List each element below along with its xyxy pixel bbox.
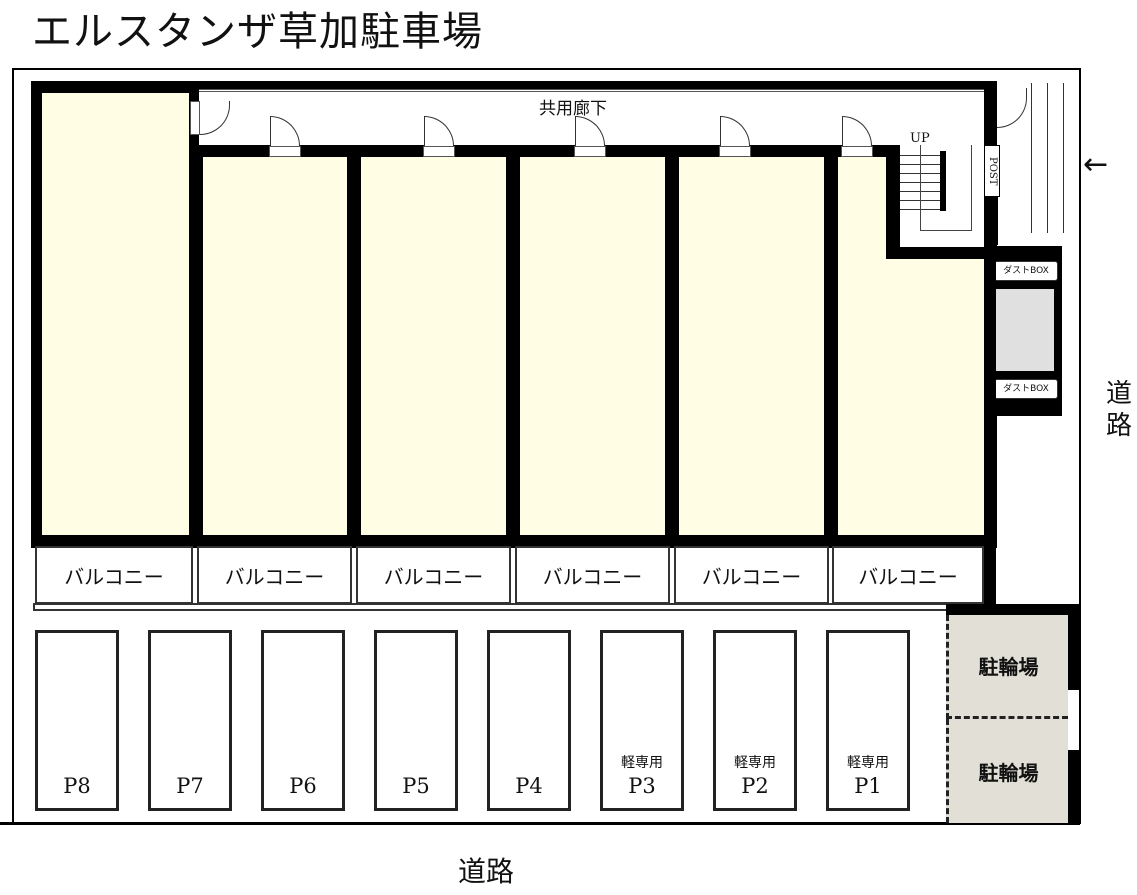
parking-space-p1[interactable]: 軽専用 P1: [826, 630, 910, 811]
parking-space-p5[interactable]: P5: [374, 630, 458, 811]
unit-room-6-lower: [838, 259, 984, 535]
balcony-2: バルコニー: [197, 546, 352, 604]
unit-room-5: [679, 157, 824, 535]
unit-room-3: [361, 157, 506, 535]
stair-wall: [940, 151, 946, 211]
entrance-area: [995, 83, 1064, 233]
road-label-right: 道 路: [1105, 379, 1132, 441]
parking-space-p8[interactable]: P8: [35, 630, 119, 811]
balcony-rail: [33, 603, 948, 611]
balcony-4: バルコニー: [515, 546, 670, 604]
door-sill: [269, 146, 301, 157]
balcony-3: バルコニー: [356, 546, 511, 604]
road-boundary-line: [0, 822, 1078, 825]
site-boundary: [12, 68, 1081, 824]
unit-room-4: [520, 157, 665, 535]
parking-space-p4[interactable]: P4: [487, 630, 571, 811]
dust-box-label: ダストBOX: [994, 261, 1058, 281]
dust-area: [996, 289, 1054, 371]
dust-box-label: ダストBOX: [994, 379, 1058, 399]
road-label-bottom: 道路: [458, 855, 515, 888]
unit-room-1: [42, 93, 189, 535]
parking-space-p7[interactable]: P7: [148, 630, 232, 811]
stair-up-label: UP: [910, 131, 930, 146]
corridor-label: 共用廊下: [539, 99, 607, 119]
bicycle-parking-2[interactable]: 駐輪場: [946, 719, 1068, 823]
balcony-5: バルコニー: [674, 546, 829, 604]
bike-wall: [1068, 604, 1080, 690]
stair-hall: UP: [900, 131, 984, 247]
parking-space-p6[interactable]: P6: [261, 630, 345, 811]
page-title: エルスタンザ草加駐車場: [32, 9, 483, 55]
door-sill: [423, 146, 455, 157]
door-sill: [719, 146, 751, 157]
door-sill: [574, 146, 606, 157]
bike-wall: [1068, 750, 1080, 825]
entrance-door-icon: [997, 88, 1027, 128]
balcony-1: バルコニー: [35, 546, 193, 604]
entrance-arrow-icon: ←: [1083, 147, 1109, 182]
bicycle-parking-1[interactable]: 駐輪場: [946, 615, 1068, 719]
post-box: POST: [984, 145, 1000, 197]
parking-space-p3[interactable]: 軽専用 P3: [600, 630, 684, 811]
building-walls: [31, 81, 997, 548]
unit-room-2: [203, 157, 347, 535]
stair-landing: [920, 145, 972, 231]
balcony-6: バルコニー: [832, 546, 984, 604]
parking-space-p2[interactable]: 軽専用 P2: [713, 630, 797, 811]
door-sill: [841, 146, 873, 157]
